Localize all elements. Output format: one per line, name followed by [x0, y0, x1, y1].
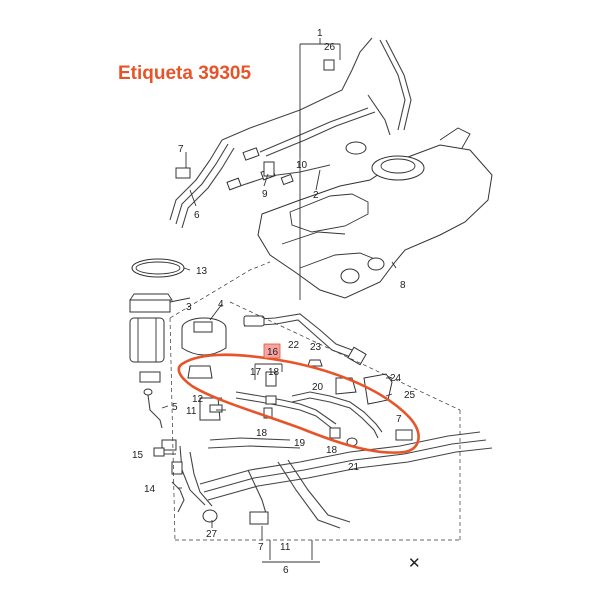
- label-7c[interactable]: 7: [258, 542, 264, 553]
- label-6c[interactable]: 6: [283, 565, 289, 576]
- label-15[interactable]: 15: [132, 450, 144, 461]
- label-19[interactable]: 19: [294, 438, 306, 449]
- part-labels: 1 26 10 2 7 9 6 8 13 3 4 22 23 17 18 24 …: [132, 28, 416, 576]
- label-25[interactable]: 25: [404, 390, 416, 401]
- leader-lines: [161, 38, 397, 540]
- fuel-lines-upper: [169, 37, 376, 229]
- fuel-tank: [257, 39, 493, 299]
- highlight-tag-box: [263, 343, 281, 359]
- label-27[interactable]: 27: [206, 529, 218, 540]
- label-17[interactable]: 17: [250, 367, 262, 378]
- highlight-loop: [177, 353, 420, 454]
- label-4[interactable]: 4: [218, 299, 224, 310]
- label-18a[interactable]: 18: [268, 367, 280, 378]
- highlight-tag-label[interactable]: 16: [267, 347, 279, 358]
- label-21[interactable]: 21: [348, 462, 360, 473]
- label-20[interactable]: 20: [312, 382, 324, 393]
- diagram-title: Etiqueta 39305: [118, 63, 251, 84]
- label-14[interactable]: 14: [144, 484, 156, 495]
- label-8[interactable]: 8: [400, 280, 406, 291]
- line-components: [235, 313, 393, 447]
- label-18b[interactable]: 18: [256, 428, 268, 439]
- label-10[interactable]: 10: [296, 160, 308, 171]
- label-12[interactable]: 12: [192, 394, 204, 405]
- label-24[interactable]: 24: [390, 373, 402, 384]
- fuel-pump-assembly: [129, 258, 227, 451]
- label-2[interactable]: 2: [313, 190, 319, 201]
- label-6a[interactable]: 6: [194, 210, 200, 221]
- label-13[interactable]: 13: [196, 266, 208, 277]
- label-7a[interactable]: 7: [178, 144, 184, 155]
- label-3[interactable]: 3: [186, 302, 192, 313]
- label-22[interactable]: 22: [288, 340, 300, 351]
- label-5[interactable]: 5: [172, 402, 178, 413]
- label-26[interactable]: 26: [324, 42, 336, 53]
- label-18c[interactable]: 18: [326, 445, 338, 456]
- label-11b[interactable]: 11: [280, 542, 291, 553]
- label-9[interactable]: 9: [262, 189, 268, 200]
- label-1[interactable]: 1: [317, 28, 323, 39]
- label-7b[interactable]: 7: [396, 414, 402, 425]
- close-icon[interactable]: ✕: [408, 554, 421, 572]
- group-brackets: [169, 43, 461, 563]
- label-23[interactable]: 23: [310, 342, 322, 353]
- fuel-lines-lower: [153, 429, 493, 529]
- label-11a[interactable]: 11: [186, 406, 197, 417]
